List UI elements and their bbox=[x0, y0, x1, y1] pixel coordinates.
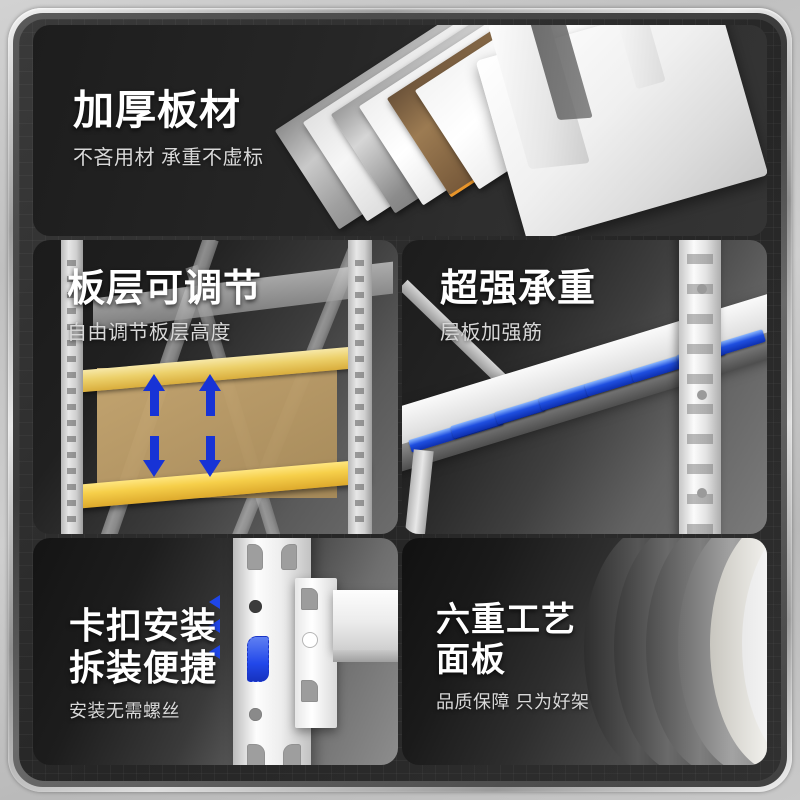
panel-subtitle: 自由调节板层高度 bbox=[67, 321, 231, 344]
art-six-curved-sheets bbox=[402, 538, 767, 765]
art-shelf-height-adjust bbox=[33, 240, 398, 534]
feature-grid: 加厚板材 不吝用材 承重不虚标 bbox=[33, 25, 767, 775]
panel-text-block: 超强承重 层板加强筋 bbox=[440, 268, 597, 345]
panel-text-block: 加厚板材 不吝用材 承重不虚标 bbox=[73, 89, 264, 170]
poster-canvas: 加厚板材 不吝用材 承重不虚标 bbox=[19, 19, 781, 781]
panel-title: 六重工艺 面板 bbox=[436, 601, 576, 680]
direction-arrow-icon bbox=[209, 645, 220, 659]
panel-subtitle: 层板加强筋 bbox=[440, 321, 543, 344]
panel-subtitle: 品质保障 只为好架 bbox=[436, 692, 590, 713]
panel-title: 卡扣安装 拆装便捷 bbox=[69, 605, 218, 688]
panel-subtitle: 安装无需螺丝 bbox=[69, 700, 180, 721]
panel-text-block: 板层可调节 自由调节板层高度 bbox=[67, 268, 263, 345]
feature-panel-load-bearing[interactable]: 超强承重 层板加强筋 bbox=[402, 240, 767, 534]
feature-panel-thickened-board[interactable]: 加厚板材 不吝用材 承重不虚标 bbox=[33, 25, 767, 236]
feature-panel-six-process[interactable]: 六重工艺 面板 品质保障 只为好架 bbox=[402, 538, 767, 765]
art-reinforcement-ribs bbox=[402, 240, 767, 534]
art-fanned-layered-boards bbox=[33, 25, 767, 236]
panel-title: 超强承重 bbox=[440, 268, 597, 310]
art-snap-lock-bracket bbox=[33, 538, 398, 765]
panel-subtitle: 不吝用材 承重不虚标 bbox=[73, 146, 264, 169]
direction-arrow-icon bbox=[209, 595, 220, 609]
panel-text-block: 卡扣安装 拆装便捷 安装无需螺丝 bbox=[69, 605, 217, 722]
panel-text-block: 六重工艺 面板 品质保障 只为好架 bbox=[436, 600, 590, 714]
panel-title: 板层可调节 bbox=[67, 268, 263, 310]
feature-panel-snap-install[interactable]: 卡扣安装 拆装便捷 安装无需螺丝 bbox=[33, 538, 398, 765]
panel-title: 加厚板材 bbox=[73, 87, 241, 133]
direction-arrow-icon bbox=[209, 619, 220, 633]
feature-panel-adjustable-shelf[interactable]: 板层可调节 自由调节板层高度 bbox=[33, 240, 398, 534]
